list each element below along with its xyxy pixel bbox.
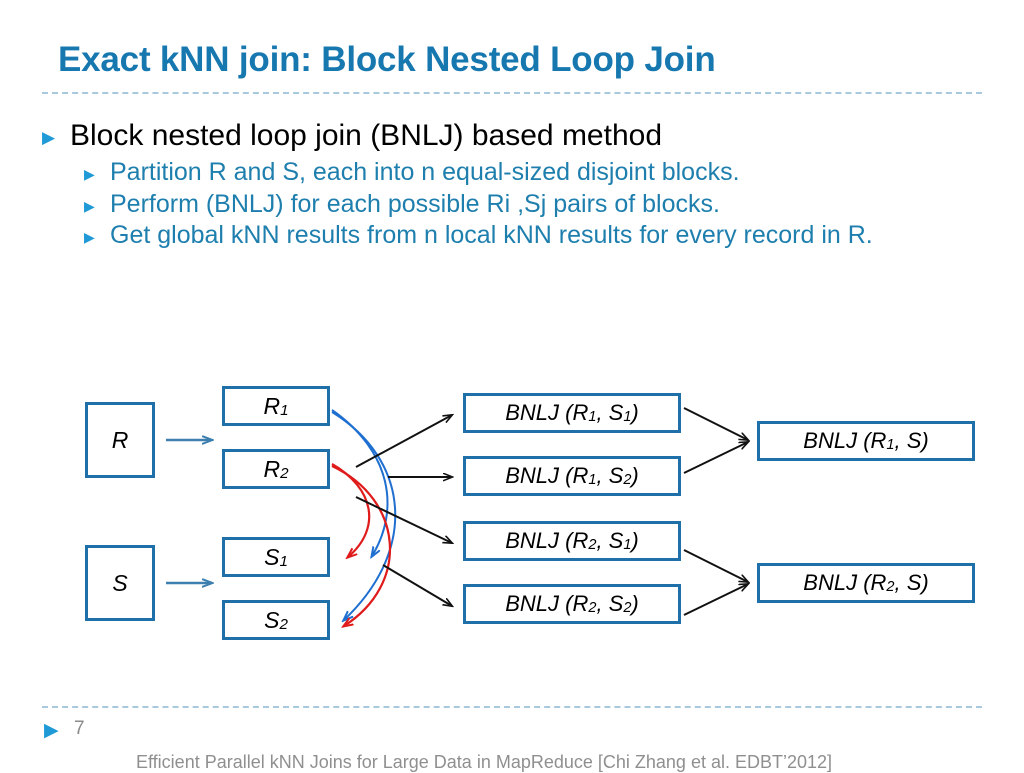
pair-box-r1-s1-sub2: 1 xyxy=(623,409,632,426)
source-box-s-label: S xyxy=(112,569,128,596)
pair-box-r1-s1-mid: , S xyxy=(596,400,624,425)
page-title: Exact kNN join: Block Nested Loop Join xyxy=(58,40,716,79)
source-box-s: S xyxy=(85,545,155,621)
bullet-list: ▶ Block nested loop join (BNLJ) based me… xyxy=(42,118,992,252)
result-box-r1-s-sub1: 1 xyxy=(886,437,895,454)
source-box-r: R xyxy=(85,402,155,478)
bullet-text: Get global kNN results from n local kNN … xyxy=(110,221,873,250)
result-box-r2-s-sub1: 2 xyxy=(886,579,895,596)
pair-box-r2-s2-sub1: 2 xyxy=(588,600,597,617)
bullet-item-2: ▶ Perform (BNLJ) for each possible Ri ,S… xyxy=(84,189,992,220)
pair-box-r1-s1-sub1: 1 xyxy=(588,409,597,426)
title-divider xyxy=(42,92,982,94)
triangle-bullet-icon: ▶ xyxy=(84,229,95,246)
pair-box-r2-s2-sub2: 2 xyxy=(623,600,632,617)
bullet-text: Block nested loop join (BNLJ) based meth… xyxy=(70,119,663,152)
bullet-item-3: ▶ Get global kNN results from n local kN… xyxy=(84,220,992,251)
result-box-r2-s-prefix: BNLJ (R xyxy=(803,570,887,595)
pair-box-r1-s2-sub2: 2 xyxy=(623,472,632,489)
pair-box-r2-s1-suffix: ) xyxy=(631,528,639,553)
footer-divider xyxy=(42,706,982,708)
bullet-item-1: ▶ Partition R and S, each into n equal-s… xyxy=(84,157,992,188)
triangle-bullet-icon: ▶ xyxy=(44,720,59,741)
pair-box-r1-s2-suffix: ) xyxy=(631,463,639,488)
result-box-r2-s-mid: , S xyxy=(894,570,922,595)
partition-box-r2-sub: 2 xyxy=(280,465,289,483)
triangle-bullet-icon: ▶ xyxy=(84,197,95,214)
bullet-text: Partition R and S, each into n equal-siz… xyxy=(110,158,740,187)
partition-box-s1-base: S xyxy=(264,543,280,570)
result-box-r1-s-mid: , S xyxy=(894,428,922,453)
bullet-item-0: ▶ Block nested loop join (BNLJ) based me… xyxy=(42,118,992,153)
partition-box-s1-sub: 1 xyxy=(279,553,288,571)
pair-box-r2-s1-sub2: 1 xyxy=(623,537,632,554)
partition-box-r1-base: R xyxy=(263,392,281,419)
triangle-bullet-icon: ▶ xyxy=(84,166,95,183)
pair-box-r2-s1-prefix: BNLJ (R xyxy=(505,528,589,553)
result-box-r1-s-suffix: ) xyxy=(921,428,929,453)
page-number: 7 xyxy=(74,718,85,739)
pair-box-r1-s2-sub1: 1 xyxy=(588,472,597,489)
pair-box-r1-s2-mid: , S xyxy=(596,463,624,488)
pair-box-r1-s1-prefix: BNLJ (R xyxy=(505,400,589,425)
result-box-r2-s-suffix: ) xyxy=(921,570,929,595)
pair-box-r1-s1-suffix: ) xyxy=(631,400,639,425)
pair-box-r2-s1-mid: , S xyxy=(596,528,624,553)
partition-box-s2-base: S xyxy=(264,606,280,633)
pair-box-r2-s2-mid: , S xyxy=(596,591,624,616)
pair-box-r2-s1-sub1: 2 xyxy=(588,537,597,554)
result-box-r1-s-prefix: BNLJ (R xyxy=(803,428,887,453)
bullet-text: Perform (BNLJ) for each possible Ri ,Sj … xyxy=(110,189,720,218)
partition-box-r2-base: R xyxy=(263,455,281,482)
partition-box-r1-sub: 1 xyxy=(280,402,289,420)
triangle-bullet-icon: ▶ xyxy=(42,128,56,147)
diagram-connectors-svg xyxy=(166,407,1024,660)
partition-box-s2-sub: 2 xyxy=(279,616,288,634)
pair-box-r2-s2-prefix: BNLJ (R xyxy=(505,591,589,616)
pair-box-r2-s2-suffix: ) xyxy=(631,591,639,616)
pair-box-r1-s2-prefix: BNLJ (R xyxy=(505,463,589,488)
source-box-r-label: R xyxy=(111,426,129,453)
citation-text: Efficient Parallel kNN Joins for Large D… xyxy=(136,752,833,772)
